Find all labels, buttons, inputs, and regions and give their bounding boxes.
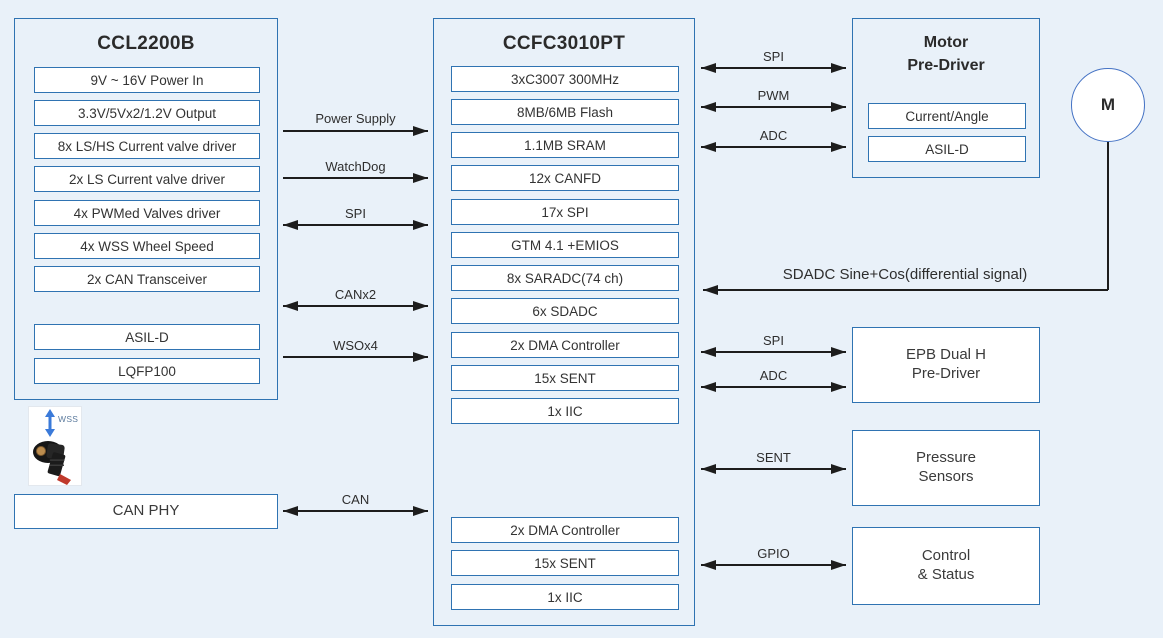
ccl2200b-row-ls: 2x LS Current valve driver	[34, 166, 260, 192]
adc-motor-arrow	[701, 141, 846, 152]
ccl2200b-row-lqfp: LQFP100	[34, 358, 260, 384]
ccl2200b-row-asil: ASIL-D	[34, 324, 260, 350]
ccl2200b-container: CCL2200B 9V ~ 16V Power In 3.3V/5Vx2/1.2…	[14, 18, 278, 400]
motor-predriver-title-line2: Pre-Driver	[907, 57, 985, 75]
spi-motor-link-label: SPI	[763, 49, 784, 64]
mcu-row-sent2: 15x SENT	[451, 550, 679, 576]
mcu-row-gtm: GTM 4.1 +EMIOS	[451, 232, 679, 258]
watchdog-link-label: WatchDog	[325, 159, 386, 174]
power-supply-arrow	[283, 125, 428, 136]
mcu-row-iic2: 1x IIC	[451, 584, 679, 610]
adc-epb-arrow	[701, 381, 846, 392]
gpio-link-label: GPIO	[757, 546, 790, 561]
ccl2200b-row-lshs: 8x LS/HS Current valve driver	[34, 133, 260, 159]
mcu-row-spi: 17x SPI	[451, 199, 679, 225]
ccfc3010pt-title: CCFC3010PT	[502, 33, 626, 54]
pwm-arrow	[701, 101, 846, 112]
sent-arrow	[701, 463, 846, 474]
mcu-row-saradc: 8x SARADC(74 ch)	[451, 265, 679, 291]
ccl2200b-row-output: 3.3V/5Vx2/1.2V Output	[34, 100, 260, 126]
wsox4-link-label: WSOx4	[333, 338, 378, 353]
sdadc-arrow	[703, 284, 1108, 295]
gpio-arrow	[701, 559, 846, 570]
wss-sensor-photo: WSS	[28, 406, 82, 486]
motor-circle: M	[1071, 68, 1145, 142]
can-phy-box: CAN PHY	[14, 494, 278, 529]
pressure-line2: Sensors	[918, 468, 974, 485]
control-status-box: Control & Status	[852, 527, 1040, 605]
mcu-row-cores: 3xC3007 300MHz	[451, 66, 679, 92]
epb-predriver-box: EPB Dual H Pre-Driver	[852, 327, 1040, 403]
motor-label: M	[1100, 95, 1116, 114]
mcu-row-sent: 15x SENT	[451, 365, 679, 391]
mcu-row-iic: 1x IIC	[451, 398, 679, 424]
motor-predriver-title-line1: Motor	[923, 34, 969, 51]
spi-epb-link-label: SPI	[763, 333, 784, 348]
spi-left-link-label: SPI	[345, 206, 366, 221]
can-arrow	[283, 505, 428, 516]
spi-motor-arrow	[701, 62, 846, 73]
pwm-link-label: PWM	[757, 88, 790, 103]
mcu-row-dma2: 2x DMA Controller	[451, 517, 679, 543]
pressure-sensors-box: Pressure Sensors	[852, 430, 1040, 506]
sdadc-link-label: SDADC Sine+Cos(differential signal)	[782, 266, 1028, 283]
power-supply-link-label: Power Supply	[315, 111, 396, 126]
watchdog-arrow	[283, 172, 428, 183]
mcu-row-sram: 1.1MB SRAM	[451, 132, 679, 158]
wss-label: WSS	[58, 414, 79, 424]
adc-epb-link-label: ADC	[759, 368, 788, 383]
can-phy-label: CAN PHY	[112, 502, 180, 520]
canx2-link-label: CANx2	[334, 287, 377, 302]
sent-link-label: SENT	[756, 450, 791, 465]
epb-line2: Pre-Driver	[911, 365, 981, 382]
sdadc-vertical-line	[1107, 142, 1109, 290]
control-line2: & Status	[917, 566, 975, 583]
mcu-row-canfd: 12x CANFD	[451, 165, 679, 191]
wss-double-arrow-icon	[45, 409, 55, 437]
ccfc3010pt-container: CCFC3010PT 3xC3007 300MHz 8MB/6MB Flash …	[433, 18, 695, 626]
motor-predriver-container: Motor Pre-Driver Current/Angle ASIL-D	[852, 18, 1040, 178]
motor-predriver-row-asil: ASIL-D	[868, 136, 1026, 162]
ccl2200b-row-can-trx: 2x CAN Transceiver	[34, 266, 260, 292]
ccl2200b-row-wss: 4x WSS Wheel Speed	[34, 233, 260, 259]
can-link-label: CAN	[341, 492, 370, 507]
mcu-row-sdadc: 6x SDADC	[451, 298, 679, 324]
pressure-line1: Pressure	[915, 449, 977, 467]
control-line1: Control	[921, 547, 971, 565]
spi-left-arrow	[283, 219, 428, 230]
wheel-speed-sensor-image	[33, 441, 71, 485]
ccl2200b-row-pwmed: 4x PWMed Valves driver	[34, 200, 260, 226]
mcu-row-flash: 8MB/6MB Flash	[451, 99, 679, 125]
adc-motor-link-label: ADC	[759, 128, 788, 143]
spi-epb-arrow	[701, 346, 846, 357]
wsox4-arrow	[283, 351, 428, 362]
ccl2200b-row-power-in: 9V ~ 16V Power In	[34, 67, 260, 93]
mcu-row-dma: 2x DMA Controller	[451, 332, 679, 358]
canx2-arrow	[283, 300, 428, 311]
ccl2200b-title: CCL2200B	[97, 33, 195, 54]
epb-line1: EPB Dual H	[905, 346, 987, 364]
motor-predriver-row-current-angle: Current/Angle	[868, 103, 1026, 129]
